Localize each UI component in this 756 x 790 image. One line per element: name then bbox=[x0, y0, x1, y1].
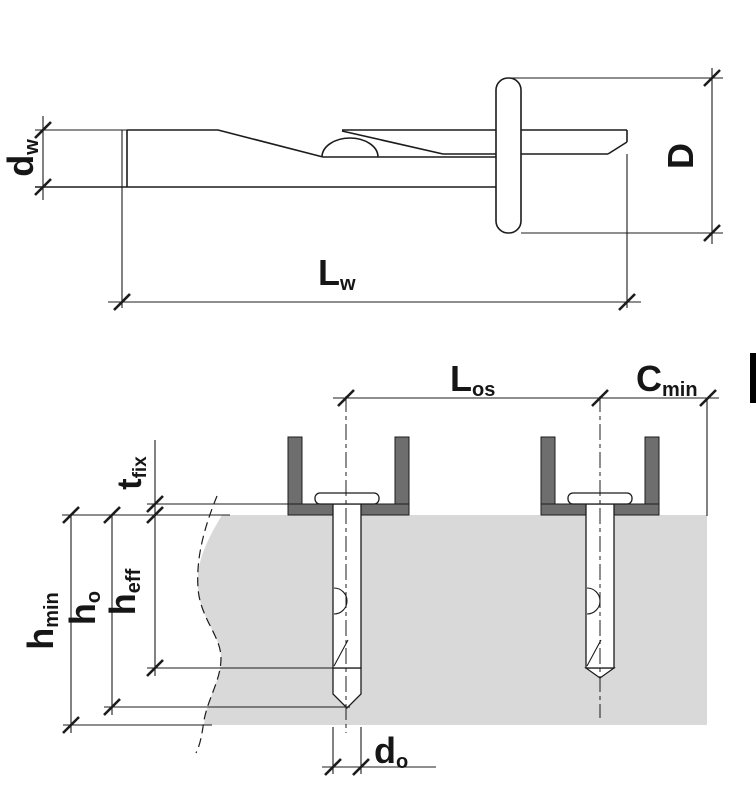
label-do: do bbox=[374, 730, 408, 773]
anchor-1-bump bbox=[333, 587, 348, 615]
dim-d bbox=[508, 68, 723, 244]
section-view-installation bbox=[62, 389, 719, 776]
top-view-anchor-side bbox=[34, 68, 723, 311]
label-ho: ho bbox=[62, 591, 105, 625]
label-los: Los bbox=[450, 358, 495, 401]
anchor-1 bbox=[314, 492, 380, 709]
anchor-2-bevel bbox=[586, 639, 602, 667]
anchor-1-cap bbox=[314, 492, 380, 505]
label-lw: Lw bbox=[318, 252, 356, 295]
dim-hmin bbox=[62, 506, 212, 734]
dim-heff bbox=[146, 659, 333, 677]
label-cmin: Cmin bbox=[636, 358, 698, 401]
dim-ho bbox=[103, 506, 350, 716]
anchor-body bbox=[35, 129, 497, 188]
label-heff: heff bbox=[102, 568, 145, 615]
label-d: D bbox=[660, 143, 701, 169]
dim-tfix bbox=[146, 440, 288, 676]
wedge-pin bbox=[321, 129, 627, 158]
wedge-pin-end bbox=[607, 130, 628, 155]
anchor-1-bevel bbox=[333, 639, 349, 667]
label-dw: dw bbox=[0, 139, 43, 177]
dim-dw bbox=[34, 116, 131, 200]
washer-disc bbox=[495, 77, 522, 234]
label-tfix: tfix bbox=[111, 456, 151, 490]
dim-do bbox=[322, 727, 436, 776]
dim-lw bbox=[108, 130, 641, 311]
concrete-slab bbox=[197, 515, 707, 725]
dim-los-cmin bbox=[333, 389, 719, 516]
label-hmin: hmin bbox=[20, 592, 63, 650]
right-edge-black-bar bbox=[750, 353, 756, 403]
dome-bump bbox=[321, 137, 379, 158]
break-line bbox=[195, 495, 222, 754]
anchor-1-shaft bbox=[332, 503, 362, 669]
